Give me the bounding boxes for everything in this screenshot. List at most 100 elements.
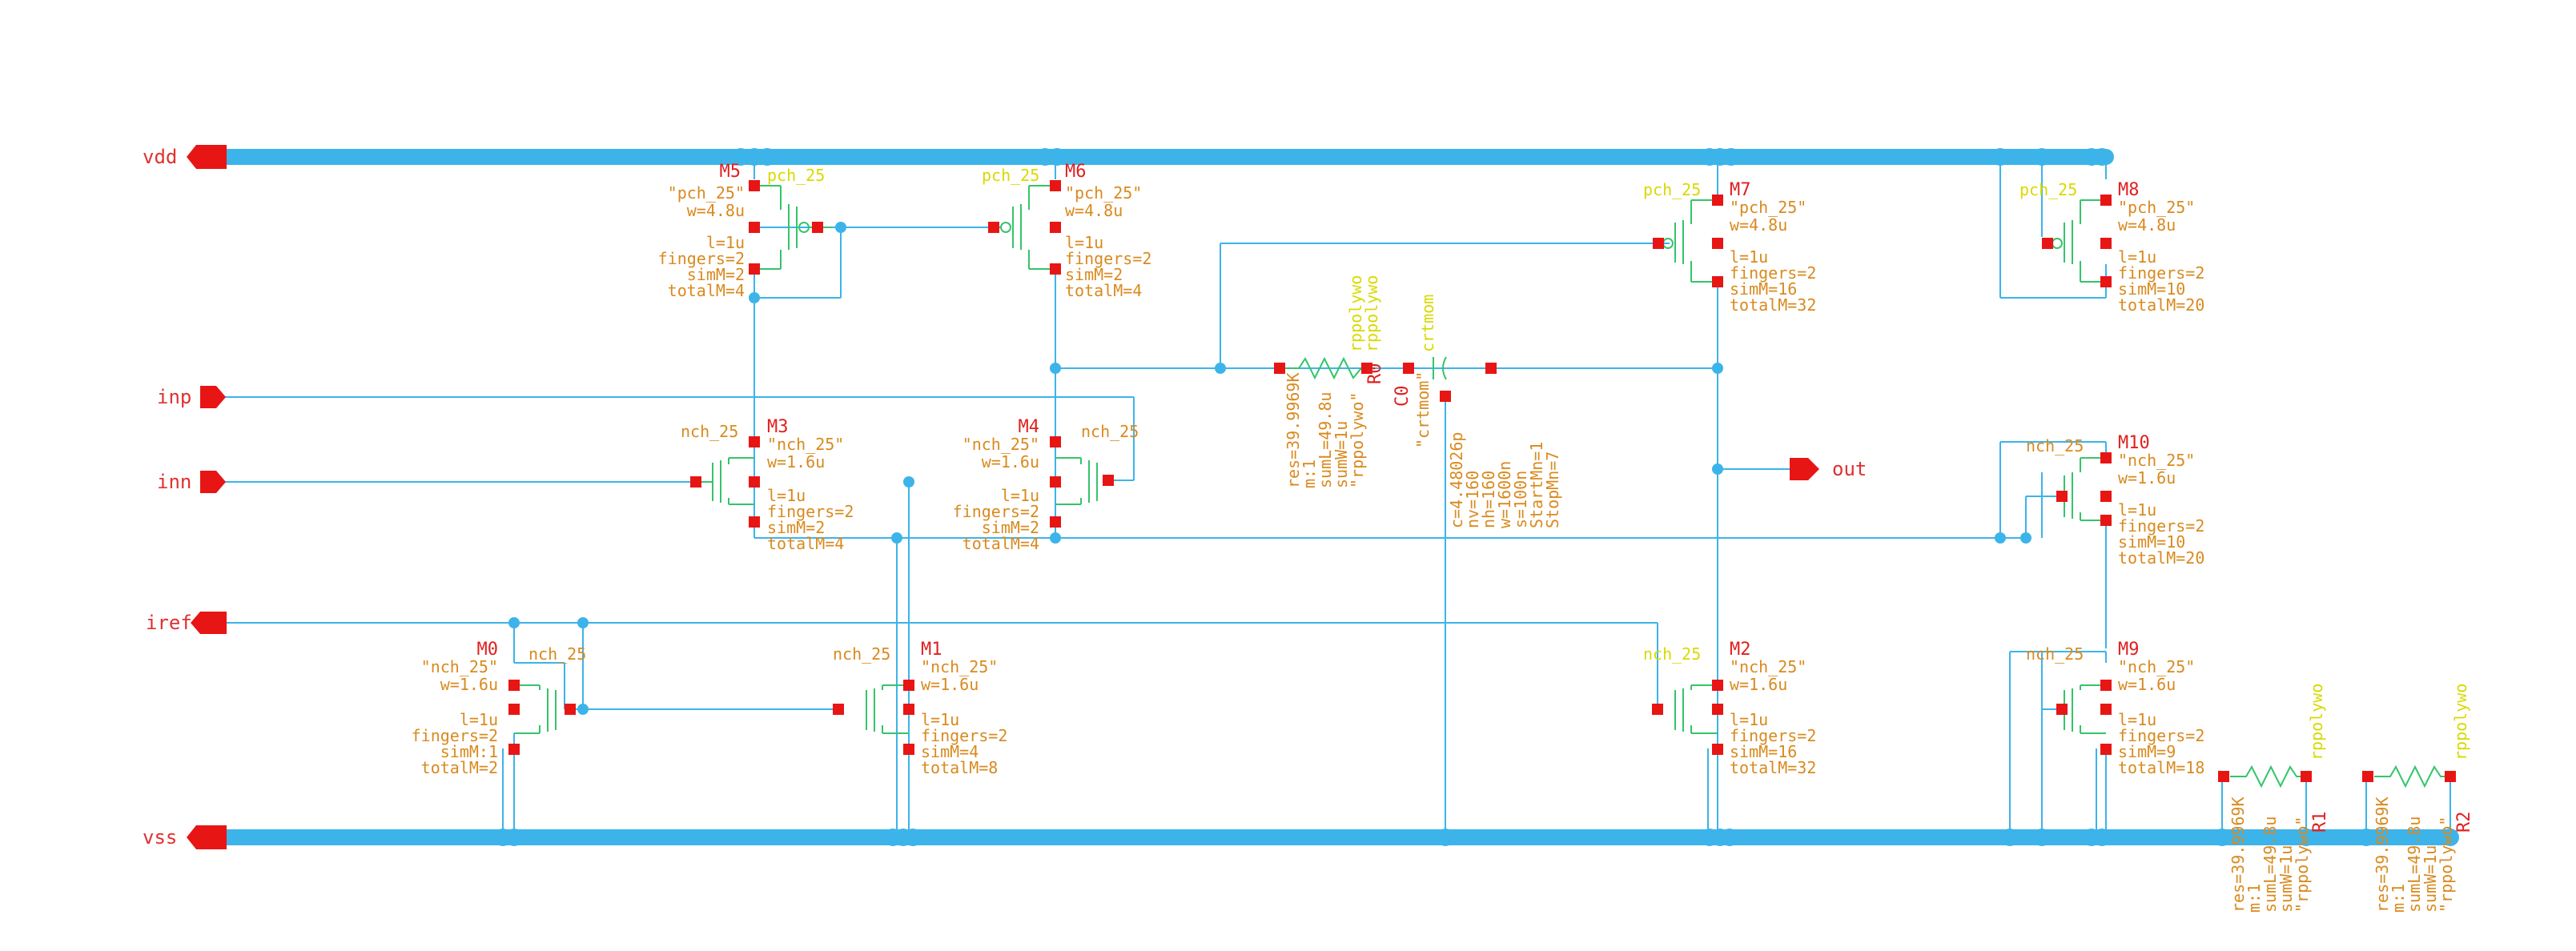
- m4-fingers: fingers=2: [953, 502, 1039, 521]
- m7-totalm: totalM=32: [1730, 295, 1816, 315]
- m0-model: "nch_25": [421, 657, 498, 676]
- m7-l: l=1u: [1730, 247, 1768, 267]
- m8-fingers: fingers=2: [2118, 263, 2204, 283]
- m9-simm: simM=9: [2118, 742, 2176, 761]
- r1-name: R1: [2310, 812, 2330, 833]
- r1-suml: sumL=49.8u: [2261, 817, 2280, 913]
- m1-name: M1: [921, 640, 942, 660]
- m9-w: w=1.6u: [2118, 675, 2176, 694]
- m4-l: l=1u: [1001, 486, 1039, 505]
- pin-label-inn: inn: [157, 471, 191, 493]
- m9-totalm: totalM=18: [2118, 758, 2204, 777]
- label-m1: nch_25 M1 "nch_25" w=1.6u l=1u fingers=2…: [833, 640, 1007, 777]
- pin-inn-shape[interactable]: [200, 471, 226, 493]
- transistor-m5-symbol[interactable]: [754, 185, 833, 270]
- r1-sumw: sumW=1u: [2277, 845, 2296, 913]
- label-m2: nch_25 M2 "nch_25" w=1.6u l=1u fingers=2…: [1643, 640, 1816, 777]
- transistor-m7-symbol[interactable]: [1662, 199, 1718, 283]
- m3-model: "nch_25": [767, 435, 844, 454]
- pin-label-vdd: vdd: [143, 146, 177, 168]
- transistor-m4-symbol[interactable]: [1055, 457, 1098, 505]
- m0-simm: simM:1: [440, 742, 498, 761]
- m0-totalm: totalM=2: [421, 758, 498, 777]
- transistor-m10-symbol[interactable]: [2064, 457, 2106, 521]
- m1-l: l=1u: [921, 710, 959, 729]
- m2-w: w=1.6u: [1730, 675, 1787, 694]
- m7-w: w=4.8u: [1730, 215, 1787, 235]
- pin-iref-shape[interactable]: [191, 612, 227, 634]
- rails: [192, 149, 2458, 845]
- m5-model-top: pch_25: [767, 166, 825, 185]
- pin-vdd-shape[interactable]: [187, 145, 227, 169]
- pin-vss-shape[interactable]: [187, 825, 227, 849]
- label-m6: pch_25 M6 "pch_25" w=4.8u l=1u fingers=2…: [982, 162, 1151, 300]
- label-r1: res=39.9969K m:1 sumL=49.8u sumW=1u "rpp…: [2228, 684, 2330, 913]
- r0-model: "rppolywo": [1348, 392, 1367, 488]
- capacitor-c0-symbol[interactable]: [1433, 356, 1447, 380]
- r1-m: m:1: [2244, 884, 2264, 913]
- r2-name: R2: [2454, 812, 2474, 833]
- label-m4: M4 nch_25 "nch_25" w=1.6u l=1u fingers=2…: [953, 417, 1139, 553]
- transistor-m6-symbol[interactable]: [1000, 185, 1055, 270]
- transistor-m8-symbol[interactable]: [2052, 199, 2106, 283]
- m3-fingers: fingers=2: [767, 502, 854, 521]
- c0-model: "crtmom": [1413, 371, 1433, 448]
- pin-label-inp: inp: [157, 386, 191, 408]
- label-m0: M0 nch_25 "nch_25" w=1.6u l=1u fingers=2…: [412, 640, 587, 777]
- r0-top1: rppolywo: [1346, 275, 1365, 352]
- c0-nh: nh=160: [1479, 471, 1498, 528]
- transistor-m0-symbol[interactable]: [514, 684, 557, 734]
- label-r2: res=39.9969K m:1 sumL=49.8u sumW=1u "rpp…: [2373, 684, 2474, 913]
- r2-res: res=39.9969K: [2373, 797, 2392, 913]
- m2-name: M2: [1730, 640, 1751, 660]
- label-c0: C0 "crtmom" crtmom c=4.48026p nv=160 nh=…: [1392, 295, 1562, 528]
- m5-l: l=1u: [706, 233, 745, 252]
- transistor-m9-symbol[interactable]: [2064, 684, 2106, 734]
- m1-model-top: nch_25: [833, 644, 890, 664]
- m1-simm: simM=4: [921, 742, 979, 761]
- transistor-m1-symbol[interactable]: [866, 684, 909, 734]
- m3-totalm: totalM=4: [767, 534, 844, 553]
- r2-m: m:1: [2389, 884, 2408, 913]
- r0-suml: sumL=49.8u: [1316, 392, 1335, 488]
- m10-totalm: totalM=20: [2118, 548, 2204, 568]
- m0-l: l=1u: [460, 710, 498, 729]
- junctions: [494, 148, 2459, 846]
- m4-w: w=1.6u: [982, 452, 1039, 471]
- m4-totalm: totalM=4: [962, 534, 1039, 553]
- m4-name: M4: [1019, 417, 1040, 437]
- m2-fingers: fingers=2: [1730, 726, 1816, 745]
- c0-c: c=4.48026p: [1447, 432, 1466, 528]
- m7-fingers: fingers=2: [1730, 263, 1816, 283]
- m9-name: M9: [2118, 640, 2140, 660]
- m7-simm: simM=16: [1730, 279, 1797, 299]
- r2-sumw: sumW=1u: [2421, 845, 2440, 913]
- m7-name: M7: [1730, 180, 1751, 200]
- resistor-r0-symbol[interactable]: [1280, 356, 1366, 380]
- m6-model-top: pch_25: [982, 166, 1039, 185]
- m10-fingers: fingers=2: [2118, 516, 2204, 536]
- transistor-m2-symbol[interactable]: [1674, 684, 1718, 734]
- pin-out-shape[interactable]: [1790, 458, 1819, 480]
- m8-totalm: totalM=20: [2118, 295, 2204, 315]
- label-m10: nch_25 M10 "nch_25" w=1.6u l=1u fingers=…: [2026, 433, 2204, 568]
- r0-sumw: sumW=1u: [1332, 421, 1351, 488]
- pin-label-iref: iref: [146, 612, 192, 634]
- r1-res: res=39.9969K: [2228, 797, 2248, 913]
- resistor-r1-symbol[interactable]: [2230, 764, 2306, 788]
- m6-l: l=1u: [1065, 233, 1103, 252]
- m6-fingers: fingers=2: [1065, 249, 1151, 268]
- m3-simm: simM=2: [767, 518, 825, 537]
- resistor-r2-symbol[interactable]: [2374, 764, 2450, 788]
- label-m8: pch_25 M8 "pch_25" w=4.8u l=1u fingers=2…: [2019, 180, 2204, 315]
- m4-simm: simM=2: [982, 518, 1039, 537]
- transistor-m3-symbol[interactable]: [697, 457, 754, 505]
- c0-name: C0: [1392, 386, 1413, 407]
- pin-label-out: out: [1832, 458, 1867, 480]
- m10-simm: simM=10: [2118, 532, 2185, 552]
- device-symbols: [514, 185, 2450, 788]
- pin-inp-shape[interactable]: [200, 386, 226, 408]
- m8-model: "pch_25": [2118, 198, 2195, 217]
